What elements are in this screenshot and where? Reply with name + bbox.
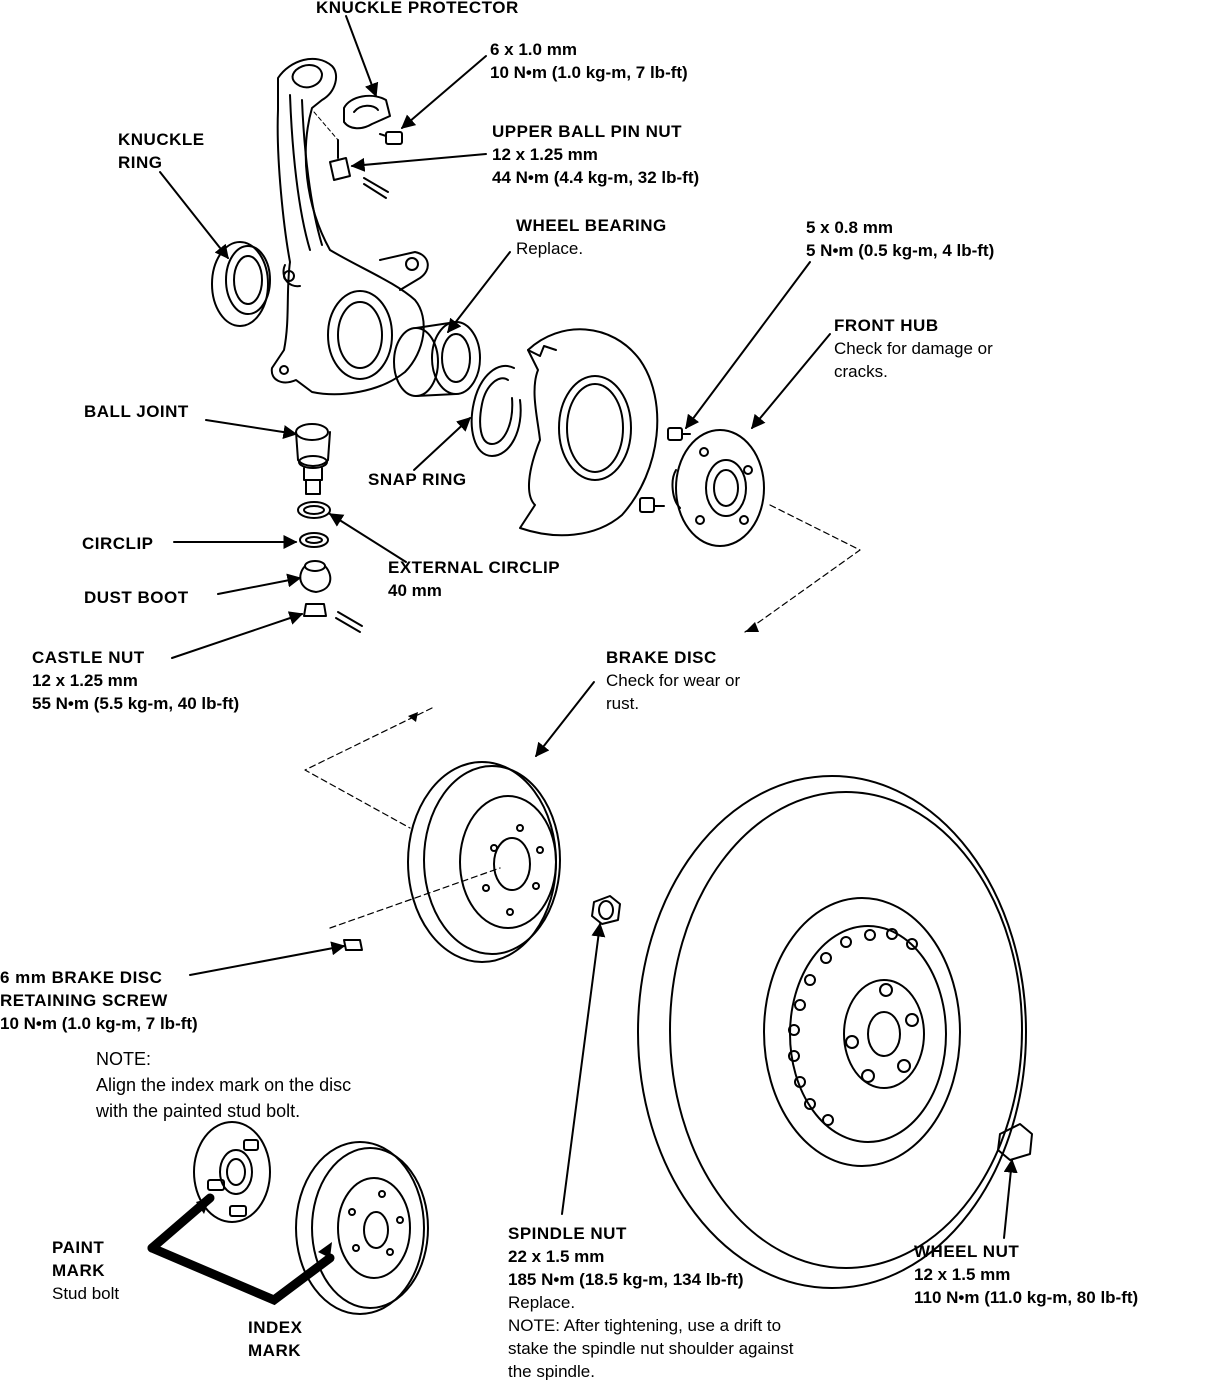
spindle-nut-note2-3: the spindle. — [508, 1362, 595, 1380]
wheel-nut-torque: 110 N•m (11.0 kg-m, 80 lb-ft) — [914, 1288, 1139, 1307]
external-circlip-spec: 40 mm — [388, 581, 442, 600]
retaining-screw-title1: 6 mm BRAKE DISC — [0, 968, 163, 987]
label-knuckle-ring: KNUCKLE RING — [118, 128, 205, 174]
brake-disc-note1: Check for wear or — [606, 671, 741, 690]
circlip-title: CIRCLIP — [82, 534, 154, 553]
bolt-6x1 — [379, 131, 403, 145]
brake-disc-title: BRAKE DISC — [606, 648, 717, 667]
front-hub-note1: Check for damage or — [834, 339, 993, 358]
spindle-nut-note: Replace. — [508, 1293, 576, 1312]
label-circlip: CIRCLIP — [82, 532, 154, 555]
upper-ball-pin-nut-spec: 12 x 1.25 mm — [492, 145, 598, 164]
knuckle-ring-title2: RING — [118, 153, 163, 172]
label-ball-joint: BALL JOINT — [84, 400, 189, 423]
spindle-nut — [591, 895, 621, 925]
wheel-bearing-title: WHEEL BEARING — [516, 216, 667, 235]
knuckle-ring — [211, 241, 271, 327]
wheel-nut-spec: 12 x 1.5 mm — [914, 1265, 1011, 1284]
index-mark-title1: INDEX — [248, 1318, 303, 1337]
spindle-nut-spec: 22 x 1.5 mm — [508, 1247, 605, 1266]
retaining-screw-torque: 10 N•m (1.0 kg-m, 7 lb-ft) — [0, 1014, 198, 1033]
wheel-nut — [997, 1123, 1033, 1161]
steering-knuckle — [270, 57, 429, 396]
leader-lines — [159, 15, 1018, 1239]
external-circlip-title: EXTERNAL CIRCLIP — [388, 558, 561, 577]
upper-ball-pin-nut-torque: 44 N•m (4.4 kg-m, 32 lb-ft) — [492, 168, 700, 187]
assembly-lines — [304, 504, 861, 929]
label-wheel-bearing: WHEEL BEARING Replace. — [516, 214, 667, 260]
label-spindle-nut: SPINDLE NUT 22 x 1.5 mm 185 N•m (18.5 kg… — [508, 1222, 793, 1380]
label-dust-boot: DUST BOOT — [84, 586, 189, 609]
ball-joint — [295, 423, 331, 495]
circlip — [299, 532, 329, 548]
bolt-5x08-spec: 5 x 0.8 mm — [806, 218, 893, 237]
spindle-nut-note2-2: stake the spindle nut shoulder against — [508, 1339, 794, 1358]
snap-ring — [470, 365, 522, 457]
label-knuckle-protector: KNUCKLE PROTECTOR — [316, 0, 519, 19]
castle-nut-spec: 12 x 1.25 mm — [32, 671, 138, 690]
bolt-6x1-spec: 6 x 1.0 mm — [490, 40, 577, 59]
upper-ball-pin-nut-title: UPPER BALL PIN NUT — [492, 122, 683, 141]
spindle-nut-note2-1: NOTE: After tightening, use a drift to — [508, 1316, 782, 1335]
spindle-nut-torque: 185 N•m (18.5 kg-m, 134 lb-ft) — [508, 1270, 744, 1289]
paint-mark-title1: PAINT — [52, 1238, 105, 1257]
label-castle-nut: CASTLE NUT 12 x 1.25 mm 55 N•m (5.5 kg-m… — [32, 646, 239, 715]
label-index-mark: INDEX MARK — [248, 1316, 302, 1362]
label-front-hub: FRONT HUB Check for damage or cracks. — [834, 314, 993, 383]
wheel-tire — [637, 775, 1027, 1289]
bolt-5x08 — [667, 427, 691, 441]
bolt-6x1-torque: 10 N•m (1.0 kg-m, 7 lb-ft) — [490, 63, 688, 82]
dust-boot-title: DUST BOOT — [84, 588, 189, 607]
label-upper-ball-pin-nut: UPPER BALL PIN NUT 12 x 1.25 mm 44 N•m (… — [492, 120, 699, 189]
label-paint-mark: PAINT MARK Stud bolt — [52, 1236, 119, 1305]
dust-boot — [299, 560, 332, 593]
label-bolt-5x08: 5 x 0.8 mm 5 N•m (0.5 kg-m, 4 lb-ft) — [806, 216, 994, 262]
knuckle-protector — [343, 94, 391, 130]
brake-disc-note2: rust. — [606, 694, 640, 713]
castle-nut-torque: 55 N•m (5.5 kg-m, 40 lb-ft) — [32, 694, 240, 713]
front-hub-title: FRONT HUB — [834, 316, 939, 335]
knuckle-protector-title: KNUCKLE PROTECTOR — [316, 0, 519, 17]
bolt-5x08-torque: 5 N•m (0.5 kg-m, 4 lb-ft) — [806, 241, 995, 260]
hub-bolt — [639, 497, 665, 513]
index-mark-title2: MARK — [248, 1341, 301, 1360]
snap-ring-title: SNAP RING — [368, 470, 467, 489]
note-index-line2: with the painted stud bolt. — [96, 1101, 301, 1121]
paint-mark-title2: MARK — [52, 1261, 105, 1280]
note-index-line1: Align the index mark on the disc — [96, 1075, 352, 1095]
front-hub-note2: cracks. — [834, 362, 888, 381]
spindle-nut-title: SPINDLE NUT — [508, 1224, 627, 1243]
label-external-circlip: EXTERNAL CIRCLIP 40 mm — [388, 556, 560, 602]
castle-nut — [303, 603, 363, 633]
external-circlip — [297, 501, 331, 519]
label-retaining-screw: 6 mm BRAKE DISC RETAINING SCREW 10 N•m (… — [0, 966, 198, 1035]
note-index-heading: NOTE: — [96, 1049, 152, 1069]
paint-mark-note: Stud bolt — [52, 1284, 120, 1303]
label-note-index: NOTE: Align the index mark on the disc w… — [96, 1046, 351, 1124]
upper-ball-pin-nut — [329, 139, 389, 199]
wheel-nut-title: WHEEL NUT — [914, 1242, 1020, 1261]
front-hub — [671, 429, 765, 547]
knuckle-ring-title1: KNUCKLE — [118, 130, 205, 149]
label-bolt-6x1: 6 x 1.0 mm 10 N•m (1.0 kg-m, 7 lb-ft) — [490, 38, 688, 84]
wheel-bearing — [393, 321, 481, 397]
wheel-bearing-note: Replace. — [516, 239, 584, 258]
label-wheel-nut: WHEEL NUT 12 x 1.5 mm 110 N•m (11.0 kg-m… — [914, 1240, 1138, 1309]
label-snap-ring: SNAP RING — [368, 468, 467, 491]
splash-shield — [519, 328, 659, 537]
label-brake-disc: BRAKE DISC Check for wear or rust. — [606, 646, 740, 715]
inset-alignment — [147, 1121, 429, 1315]
brake-disc — [407, 761, 561, 963]
ball-joint-title: BALL JOINT — [84, 402, 189, 421]
retaining-screw-title2: RETAINING SCREW — [0, 991, 168, 1010]
castle-nut-title: CASTLE NUT — [32, 648, 145, 667]
retaining-screw — [343, 939, 363, 951]
